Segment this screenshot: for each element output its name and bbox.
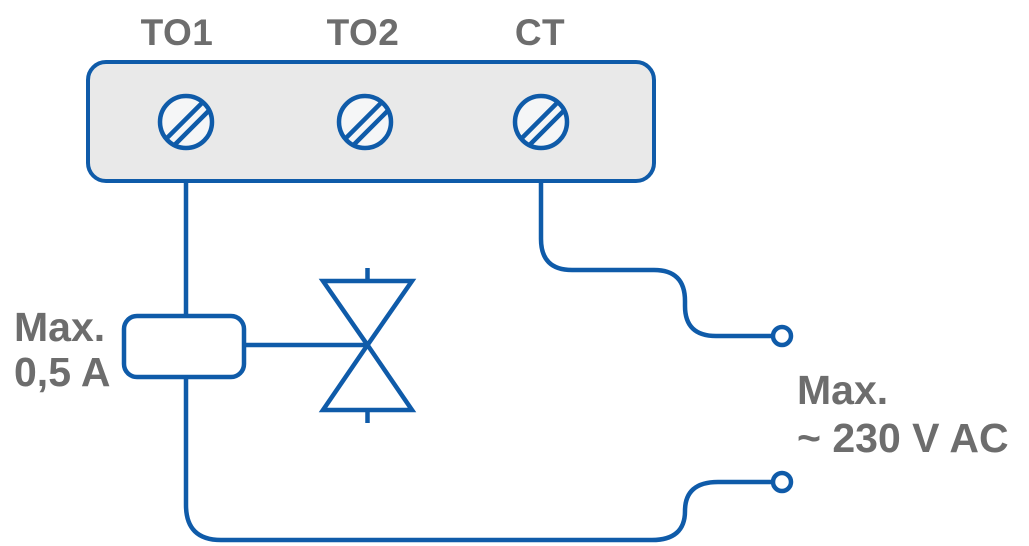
supply-wire-end-bottom (770, 470, 794, 494)
valve-icon (318, 268, 417, 423)
terminal-label-ct: CT (515, 12, 565, 53)
relay-rating-note: Max. 0,5 A (14, 304, 110, 395)
supply-note-line2: ~ 230 V AC (797, 415, 1009, 461)
screw-slot-icon (165, 101, 211, 147)
supply-note-line1: Max. (797, 367, 888, 413)
relay-note-line2: 0,5 A (14, 349, 110, 395)
terminal-label-to2: TO2 (327, 12, 400, 53)
screw-terminal-ct (512, 93, 570, 151)
supply-wire-end-top (770, 324, 794, 348)
wire-relay-to-supply-bottom (183, 376, 771, 543)
valve-top-triangle (318, 278, 417, 349)
screw-slot-icon (344, 101, 390, 147)
wire-ct-to-supply-top (538, 148, 771, 339)
terminal-label-to1: TO1 (141, 12, 214, 53)
valve-bottom-triangle (318, 341, 417, 413)
screw-slot-icon (520, 101, 566, 147)
screw-terminal-to1 (157, 93, 215, 151)
relay-note-line1: Max. (14, 304, 105, 350)
relay-box (121, 313, 247, 380)
supply-rating-note: Max. ~ 230 V AC (797, 367, 1009, 461)
screw-terminal-to2 (336, 93, 394, 151)
